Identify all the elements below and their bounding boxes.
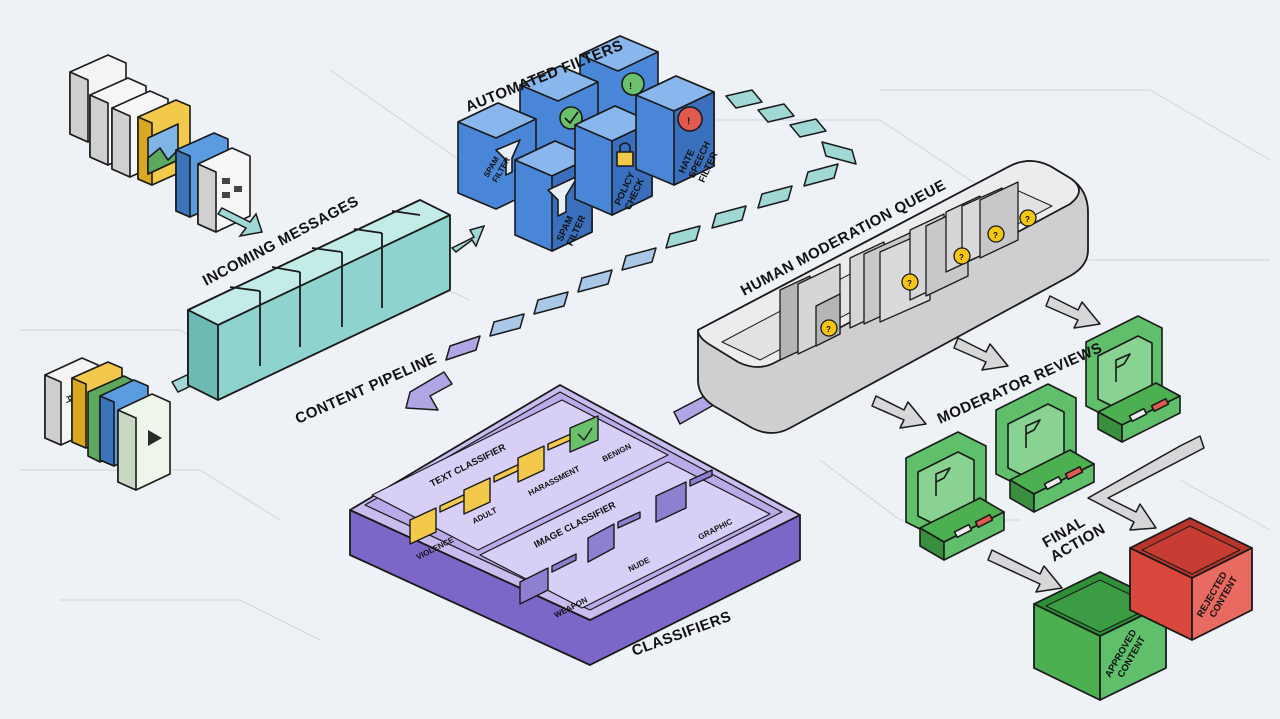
filter-blocks: ! ! <box>457 35 715 252</box>
moderator-station-2 <box>995 383 1095 513</box>
content-pipeline-block <box>187 199 451 401</box>
incoming-arrow-down <box>216 207 263 238</box>
incoming-documents-bottom: 文 <box>44 357 171 491</box>
image-classifier-icons <box>519 469 713 605</box>
incoming-documents-top: 文 <box>69 54 251 233</box>
svg-text:!: ! <box>687 116 690 127</box>
pipeline-arrow-to-filters <box>450 224 486 253</box>
moderator-output-arrows <box>987 435 1205 593</box>
queue-message-cards <box>779 181 1037 361</box>
moderator-station-1 <box>905 431 1005 561</box>
svg-text:文: 文 <box>66 394 75 404</box>
svg-text:?: ? <box>959 253 964 262</box>
svg-text:?: ? <box>993 231 998 240</box>
svg-text:?: ? <box>907 279 912 288</box>
svg-text:!: ! <box>629 81 632 92</box>
rejected-content-box <box>1129 517 1253 641</box>
svg-text:?: ? <box>1025 215 1030 224</box>
final-action-label: FINAL ACTION <box>1040 506 1109 565</box>
svg-text:?: ? <box>826 325 831 334</box>
flow-chevron-path <box>405 89 857 411</box>
text-classifier-icons <box>409 415 599 545</box>
queue-question-marks: ? ? ? ? ? <box>826 215 1030 334</box>
queue-output-arrows <box>871 295 1101 429</box>
moderator-station-3 <box>1085 315 1181 443</box>
